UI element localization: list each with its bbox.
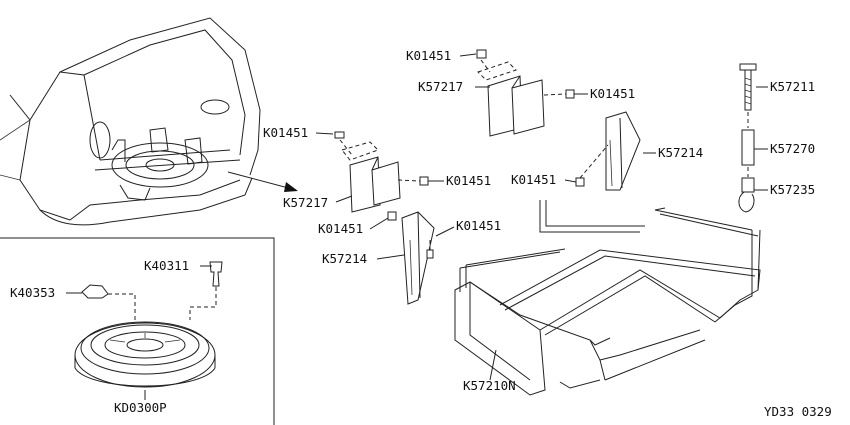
label-k01451-mid-right: K01451 xyxy=(446,173,491,188)
hook-k57235 xyxy=(738,177,755,213)
bolt-k01451-upper-right xyxy=(543,89,575,99)
direction-arrow xyxy=(227,171,298,192)
label-k57217-middle: K57217 xyxy=(283,195,328,210)
leader-lines xyxy=(66,53,768,400)
label-k01451-stay2: K01451 xyxy=(511,172,556,187)
bolt-k01451-top xyxy=(334,131,353,156)
label-k57211: K57211 xyxy=(770,79,815,94)
spacer-k57270 xyxy=(741,129,755,177)
label-k01451-lower: K01451 xyxy=(318,221,363,236)
stay-k57214-middle xyxy=(401,211,435,305)
label-k40311: K40311 xyxy=(144,258,189,273)
label-kd0300p: KD0300P xyxy=(114,400,167,415)
bolt-k01451-upper xyxy=(476,49,491,73)
bolt-k01451-stay-right xyxy=(426,240,434,259)
label-k01451-top: K01451 xyxy=(263,125,308,140)
bolt-k01451-lower xyxy=(387,211,397,221)
inset-panel xyxy=(0,237,275,425)
valve-part xyxy=(189,261,223,320)
label-k57235: K57235 xyxy=(770,182,815,197)
label-k01451-upper: K01451 xyxy=(406,48,451,63)
bolt-k01451-stay2 xyxy=(575,144,609,187)
bolt-k57211 xyxy=(739,63,757,128)
label-k57217-upper: K57217 xyxy=(418,79,463,94)
valve-cap-part xyxy=(81,284,136,320)
bracket-k57217-middle xyxy=(341,141,401,213)
label-k57210n: K57210N xyxy=(463,378,516,393)
bracket-k57217-upper xyxy=(477,61,545,137)
carrier-frame-k57210n xyxy=(454,200,761,396)
label-k57214-upper: K57214 xyxy=(658,145,703,160)
label-k01451-upper-right: K01451 xyxy=(590,86,635,101)
label-k01451-stay-right: K01451 xyxy=(456,218,501,233)
wheel-part xyxy=(74,321,216,388)
part-labels: K01451 K57217 K01451 K01451 K57214 K0145… xyxy=(10,48,832,419)
vehicle-rear-illustration xyxy=(0,17,261,226)
bolt-k01451-mid-right xyxy=(397,176,429,186)
diagram-code: YD33 0329 xyxy=(764,404,832,419)
label-k57270: K57270 xyxy=(770,141,815,156)
label-k57214-middle: K57214 xyxy=(322,251,367,266)
label-k40353: K40353 xyxy=(10,285,55,300)
stay-k57214-upper xyxy=(605,111,641,191)
